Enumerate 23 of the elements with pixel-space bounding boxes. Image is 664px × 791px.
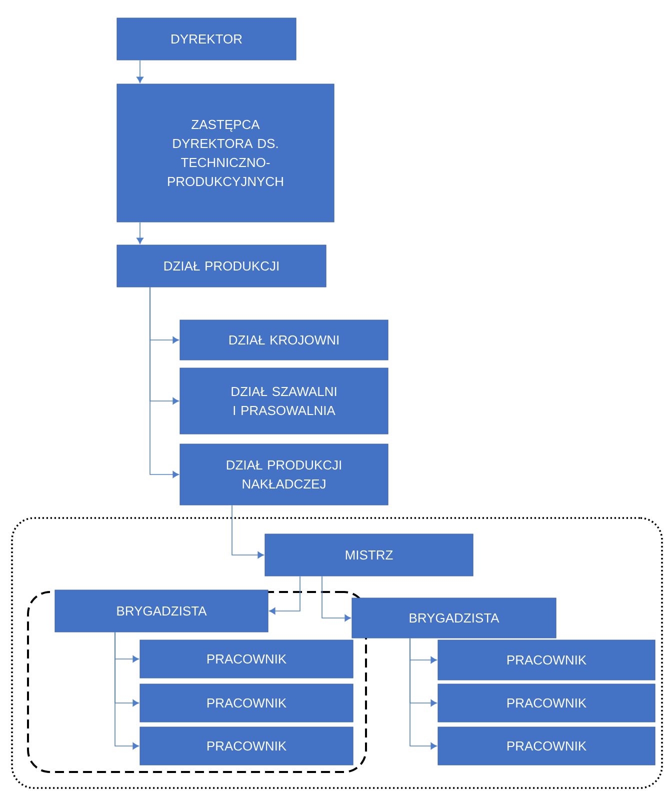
org-chart-box: DZIAŁ PRODUKCJI NAKŁADCZEJ xyxy=(180,444,388,506)
connector-arrow xyxy=(136,60,144,83)
org-chart-box: PRACOWNIK xyxy=(140,640,354,678)
connector-arrow xyxy=(150,286,179,478)
org-chart-box: BRYGADZISTA xyxy=(352,598,556,638)
org-chart-box: MISTRZ xyxy=(264,534,474,576)
org-chart-box: ZASTĘPCA DYREKTORA DS. TECHNICZNO-PRODUKCYJNYCH xyxy=(116,84,334,222)
connector-arrow xyxy=(114,632,139,750)
org-chart-box: DZIAŁ PRODUKCJI xyxy=(116,244,326,288)
org-chart-box: PRACOWNIK xyxy=(438,684,656,722)
org-chart-box: PRACOWNIK xyxy=(140,726,354,766)
org-chart-box: PRACOWNIK xyxy=(438,640,656,680)
org-chart-box: DZIAŁ SZAWALNI I PRASOWALNIA xyxy=(180,368,388,434)
connector-arrow xyxy=(322,576,351,622)
org-chart-box: PRACOWNIK xyxy=(140,684,354,722)
connector-arrow xyxy=(136,222,144,244)
connector-arrow xyxy=(232,504,264,559)
org-chart-box: PRACOWNIK xyxy=(438,726,656,766)
connector-arrow xyxy=(269,576,300,615)
connector-arrow xyxy=(410,638,437,750)
org-chart-box: BRYGADZISTA xyxy=(54,590,268,632)
org-chart-box: DZIAŁ KROJOWNI xyxy=(180,320,388,360)
org-chart-box: DYREKTOR xyxy=(116,18,296,60)
